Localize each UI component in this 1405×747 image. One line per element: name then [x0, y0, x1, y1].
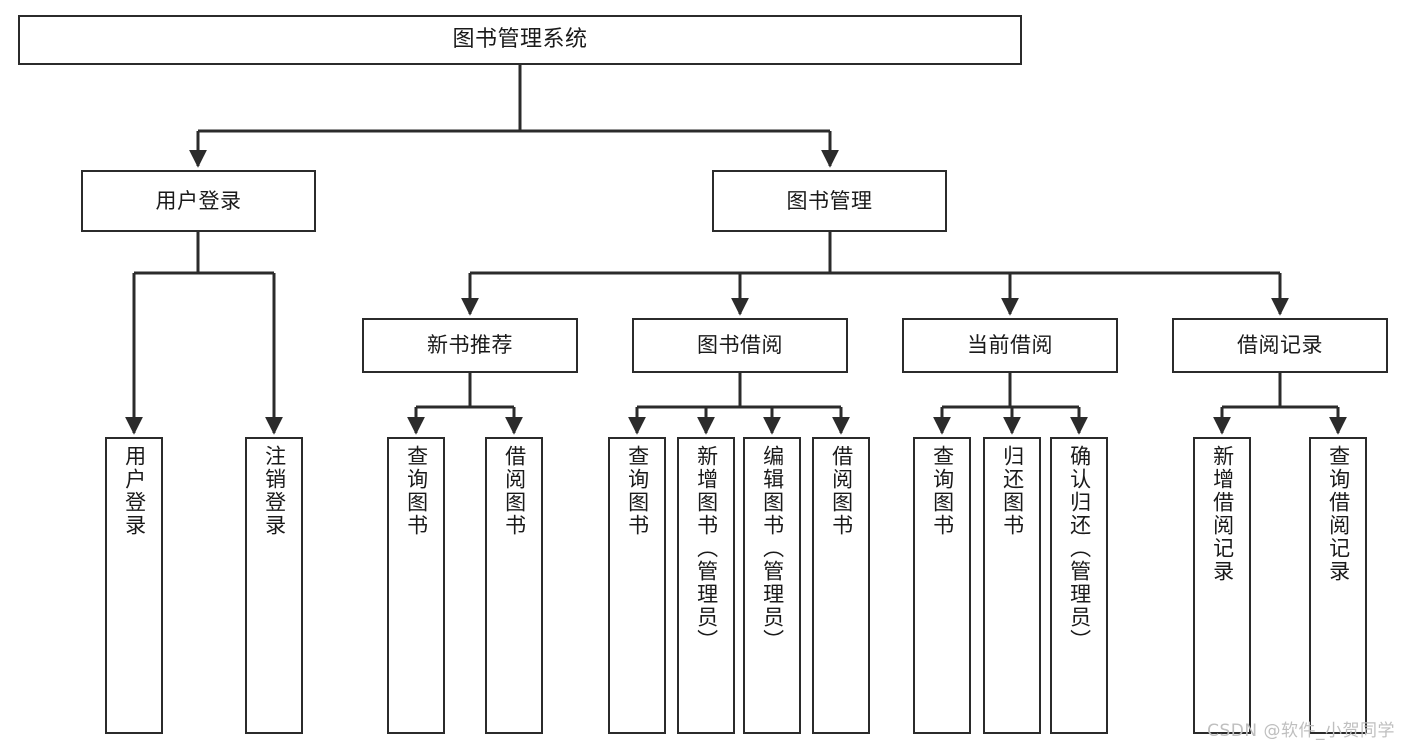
node-user-login[interactable]: 用户登录 [81, 170, 316, 232]
leaf-current-borrow-confirm-admin[interactable]: 确认归还（管理员） [1050, 437, 1108, 734]
leaf-new-book-query[interactable]: 查询图书 [387, 437, 445, 734]
node-label: 注销登录 [262, 445, 287, 537]
leaf-borrow-record-add[interactable]: 新增借阅记录 [1193, 437, 1251, 734]
node-label: 确认归还（管理员） [1067, 445, 1092, 652]
node-new-book-recommend[interactable]: 新书推荐 [362, 318, 578, 373]
node-label: 查询图书 [625, 445, 650, 537]
node-root-library-system[interactable]: 图书管理系统 [18, 15, 1022, 65]
leaf-current-borrow-return[interactable]: 归还图书 [983, 437, 1041, 734]
leaf-book-borrow-edit-admin[interactable]: 编辑图书（管理员） [743, 437, 801, 734]
node-label: 借阅图书 [829, 445, 854, 537]
node-label: 图书管理系统 [452, 27, 588, 53]
node-borrow-record[interactable]: 借阅记录 [1172, 318, 1388, 373]
leaf-borrow-record-query[interactable]: 查询借阅记录 [1309, 437, 1367, 734]
node-label: 新增图书（管理员） [694, 445, 719, 652]
node-book-management[interactable]: 图书管理 [712, 170, 947, 232]
leaf-book-borrow-query[interactable]: 查询图书 [608, 437, 666, 734]
node-label: 图书管理 [786, 188, 873, 213]
leaf-book-borrow-add-admin[interactable]: 新增图书（管理员） [677, 437, 735, 734]
node-label: 查询图书 [404, 445, 429, 537]
node-label: 编辑图书（管理员） [760, 445, 785, 652]
leaf-book-borrow-borrow[interactable]: 借阅图书 [812, 437, 870, 734]
node-label: 当前借阅 [967, 333, 1053, 358]
node-label: 借阅记录 [1237, 333, 1323, 358]
node-label: 图书借阅 [697, 333, 783, 358]
leaf-user-login-login[interactable]: 用户登录 [105, 437, 163, 734]
node-label: 借阅图书 [502, 445, 527, 537]
leaf-current-borrow-query[interactable]: 查询图书 [913, 437, 971, 734]
node-label: 查询借阅记录 [1326, 445, 1351, 583]
node-label: 归还图书 [1000, 445, 1025, 537]
node-label: 新增借阅记录 [1210, 445, 1235, 583]
leaf-user-login-logout[interactable]: 注销登录 [245, 437, 303, 734]
node-label: 用户登录 [122, 445, 147, 537]
node-book-borrow[interactable]: 图书借阅 [632, 318, 848, 373]
leaf-new-book-borrow[interactable]: 借阅图书 [485, 437, 543, 734]
node-label: 查询图书 [930, 445, 955, 537]
node-label: 新书推荐 [427, 333, 513, 358]
node-label: 用户登录 [155, 188, 242, 213]
node-current-borrow[interactable]: 当前借阅 [902, 318, 1118, 373]
